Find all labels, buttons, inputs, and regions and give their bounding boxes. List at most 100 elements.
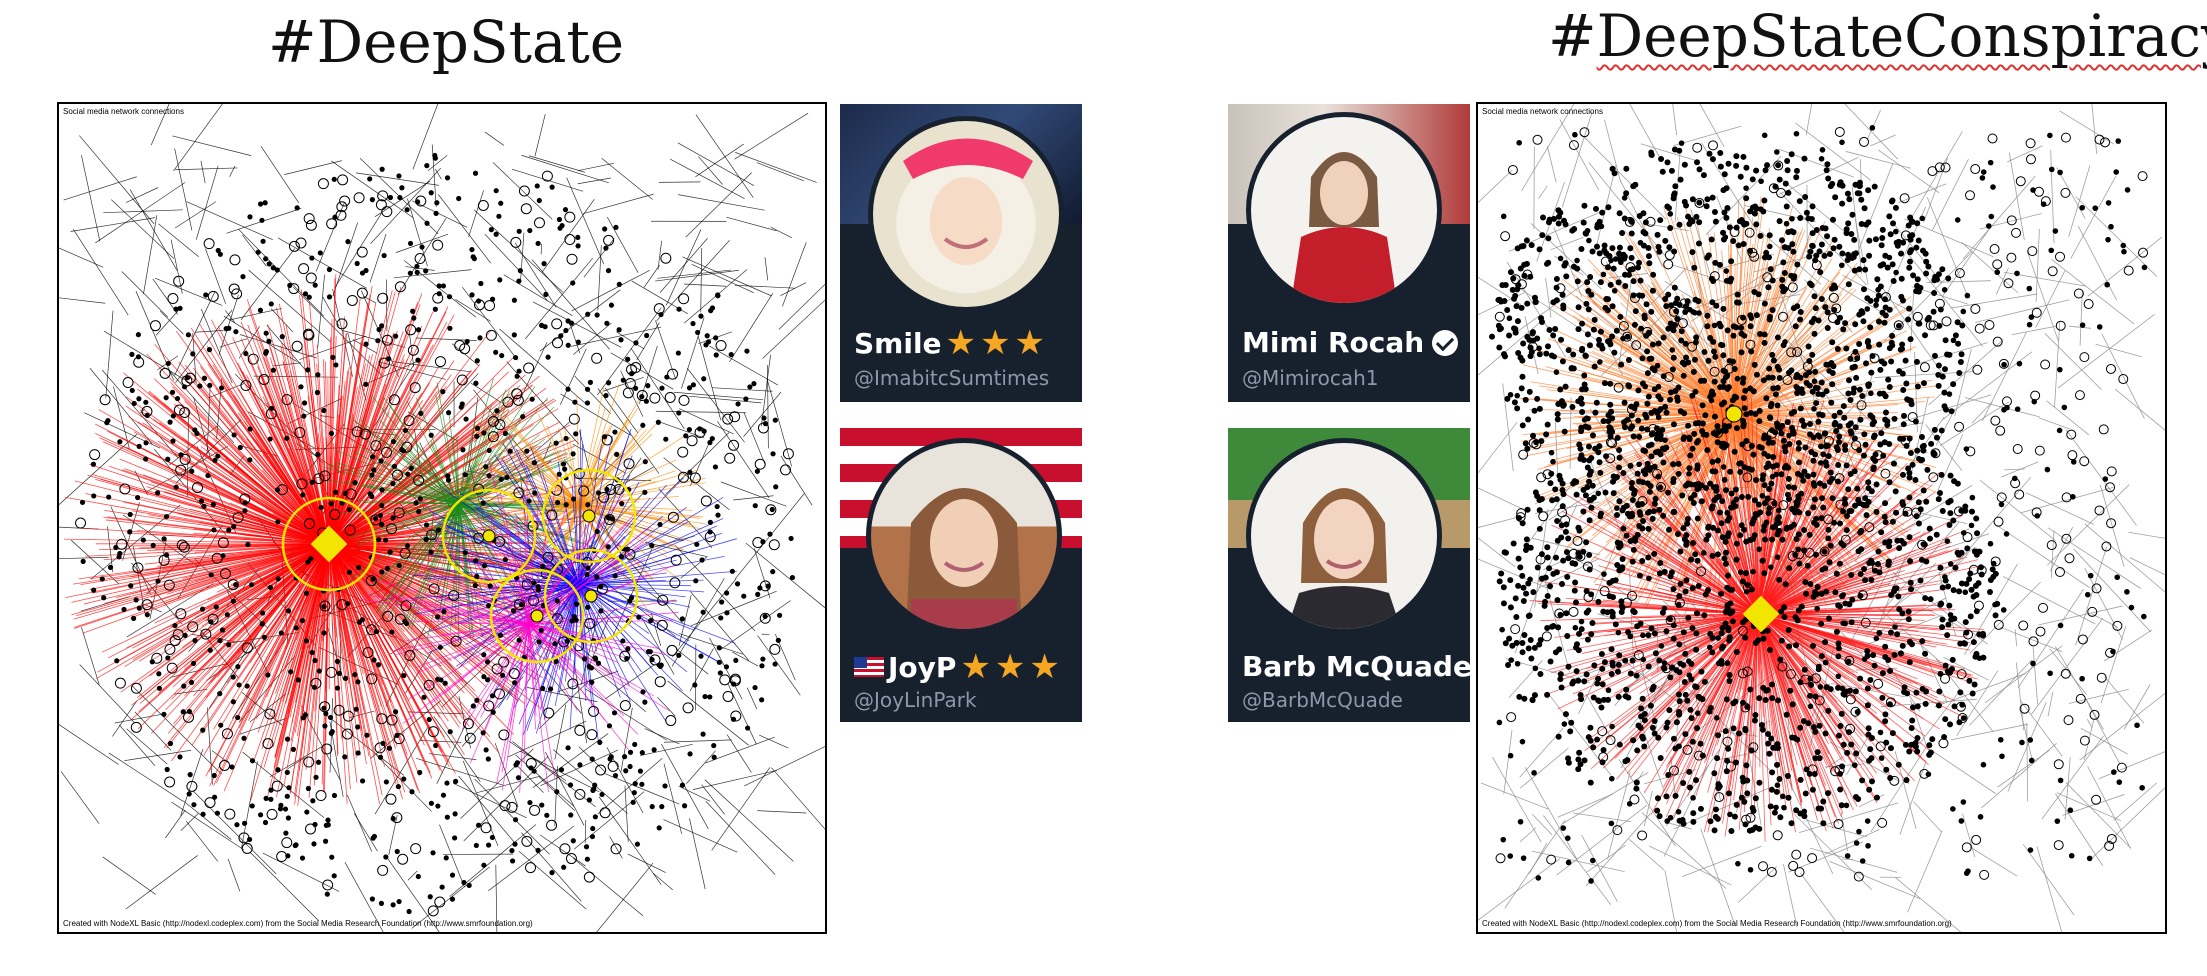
profile-card-mimi-rocah[interactable]: Mimi Rocah @Mimirocah1: [1228, 104, 1470, 402]
profile-handle: @JoyLinPark: [854, 688, 977, 712]
node: [1751, 361, 1758, 368]
node: [322, 723, 328, 729]
node: [1840, 592, 1847, 598]
node: [1752, 824, 1759, 831]
node: [1598, 223, 1605, 230]
node: [1682, 744, 1693, 755]
node: [377, 292, 389, 304]
node: [407, 240, 414, 247]
node: [199, 606, 206, 612]
node: [326, 294, 333, 300]
node: [573, 468, 585, 480]
node: [305, 367, 311, 373]
node: [200, 811, 206, 817]
node: [1536, 472, 1547, 483]
node: [627, 749, 634, 755]
node: [1692, 339, 1699, 346]
node: [1572, 599, 1579, 606]
node: [1886, 345, 1893, 352]
node: [1883, 739, 1890, 746]
node: [1878, 755, 1885, 761]
node: [1811, 293, 1818, 300]
node: [1906, 534, 1913, 541]
node: [311, 841, 317, 847]
node: [1739, 578, 1746, 585]
node: [1547, 480, 1554, 487]
node: [632, 781, 638, 787]
node: [1918, 556, 1925, 563]
node: [1974, 530, 1981, 537]
profile-card-smile[interactable]: Smile ★ ★ ★ @ImabitcSumtimes: [840, 104, 1082, 402]
node: [379, 569, 385, 575]
node: [2105, 236, 2111, 243]
node: [1739, 441, 1746, 448]
node: [1598, 650, 1605, 657]
node: [556, 216, 563, 223]
node: [1937, 564, 1944, 571]
node: [1518, 385, 1525, 392]
node: [1613, 327, 1620, 334]
node: [1815, 663, 1822, 670]
node: [1747, 247, 1758, 258]
node: [1598, 704, 1605, 711]
node: [484, 300, 496, 312]
node: [290, 746, 297, 752]
node: [1760, 377, 1767, 384]
node: [2057, 777, 2064, 784]
node: [1963, 580, 1970, 587]
node: [1734, 375, 1741, 382]
node: [543, 707, 555, 719]
node: [1727, 468, 1734, 475]
node: [2134, 722, 2140, 729]
node: [1792, 642, 1799, 649]
node: [1952, 332, 1959, 339]
node: [1732, 486, 1739, 493]
node: [1572, 579, 1579, 586]
node: [187, 772, 193, 778]
node: [1581, 381, 1588, 388]
node: [1913, 244, 1920, 251]
node: [1694, 610, 1701, 617]
node: [1735, 860, 1741, 867]
node: [1584, 636, 1591, 643]
node: [1667, 396, 1674, 403]
node: [520, 203, 532, 215]
profile-card-barb-mcquade[interactable]: Barb McQuade @BarbMcQuade: [1228, 428, 1470, 722]
node: [1941, 287, 1948, 293]
node: [1676, 641, 1683, 648]
node: [460, 447, 466, 453]
node: [1811, 378, 1818, 385]
node: [1614, 668, 1621, 675]
node: [1740, 153, 1747, 160]
node: [1802, 193, 1809, 200]
node: [1562, 711, 1569, 718]
node: [1515, 582, 1522, 589]
node: [2067, 807, 2074, 814]
profile-card-joyp[interactable]: JoyP ★ ★ ★ @JoyLinPark: [840, 428, 1082, 722]
node: [2084, 591, 2091, 598]
node: [623, 458, 635, 470]
node: [1518, 243, 1525, 250]
node: [1958, 580, 1965, 587]
node: [1625, 382, 1632, 389]
node: [2012, 443, 2023, 454]
node: [299, 855, 306, 861]
node: [231, 432, 237, 438]
node: [1619, 507, 1626, 514]
node: [718, 615, 724, 621]
node: [539, 802, 545, 808]
node: [1597, 279, 1604, 286]
node: [1937, 670, 1944, 677]
node: [1645, 253, 1652, 260]
node: [1795, 445, 1802, 452]
node: [1667, 320, 1674, 327]
node: [1527, 637, 1534, 644]
node: [1908, 586, 1915, 593]
node: [1839, 685, 1846, 692]
node: [1923, 258, 1930, 265]
node: [1657, 484, 1664, 491]
node: [1939, 266, 1946, 273]
node: [1527, 544, 1534, 551]
node: [386, 745, 393, 751]
node: [1942, 337, 1949, 344]
